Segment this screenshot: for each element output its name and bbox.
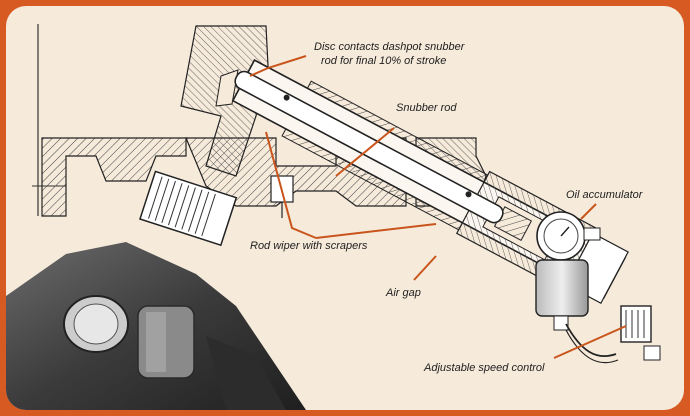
speed-control-valve — [565, 305, 661, 364]
label-snubber-rod: Snubber rod — [396, 102, 457, 114]
disc-arm — [180, 25, 269, 177]
label-oil-accumulator: Oil accumulator — [566, 189, 644, 201]
air-gap-leader — [413, 255, 437, 281]
leader-lines — [249, 55, 627, 359]
spring-housing — [139, 170, 238, 247]
disc-contact-leader — [249, 55, 307, 77]
label-air-gap: Air gap — [385, 287, 421, 299]
rod-wiper-leader-1 — [265, 131, 317, 239]
snubber-photo — [6, 242, 306, 410]
oil-accumulator-leader — [580, 203, 597, 220]
oil-accumulator — [535, 211, 601, 331]
snubber-rod-leader — [335, 127, 395, 177]
label-adjustable-speed-control: Adjustable speed control — [423, 362, 545, 374]
diagram-panel: Disc contacts dashpot snubber rod for fi… — [6, 6, 684, 410]
label-disc-contacts-line2: rod for final 10% of stroke — [321, 55, 446, 67]
snubber-rod — [234, 70, 504, 224]
mounting-bolt — [270, 175, 294, 218]
rod-wiper-leader-2 — [315, 223, 437, 239]
label-disc-contacts-line1: Disc contacts dashpot snubber — [314, 41, 466, 53]
speed-control-leader — [553, 325, 627, 359]
label-rod-wiper: Rod wiper with scrapers — [250, 240, 368, 252]
snubber-cross-section-diagram: Disc contacts dashpot snubber rod for fi… — [6, 24, 661, 410]
